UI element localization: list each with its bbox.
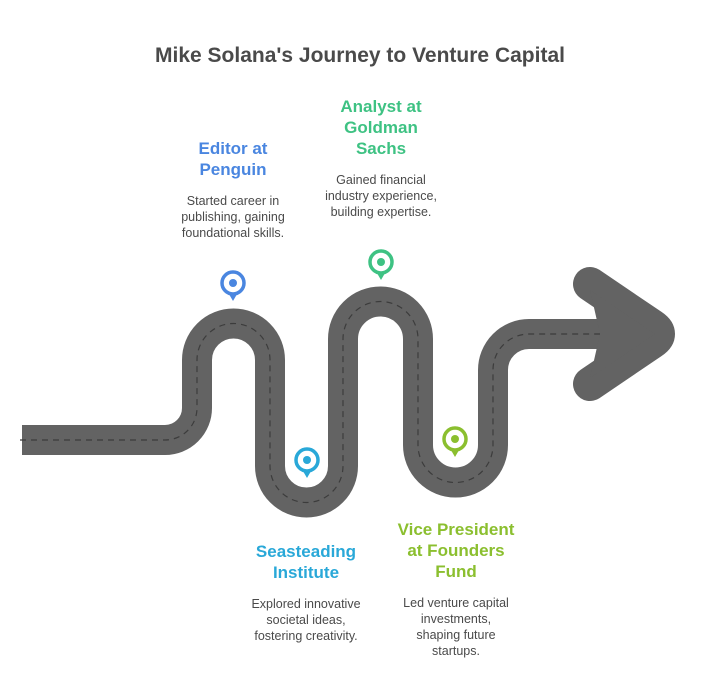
milestone-description: Gained financial industry experience, bu… (325, 173, 437, 219)
marker-seasteading (294, 447, 320, 478)
arrow-head-fill (590, 290, 655, 378)
marker-goldman (368, 249, 394, 280)
lane-divider (20, 300, 600, 504)
arrow-right-icon (573, 267, 675, 401)
milestone-heading: Analyst at Goldman Sachs (340, 97, 422, 158)
milestone-heading: Vice President at Founders Fund (397, 520, 515, 581)
location-pin-icon (442, 426, 468, 457)
milestone-seasteading: Seasteading Institute Explored innovativ… (226, 541, 386, 644)
milestone-heading: Editor at Penguin (198, 139, 268, 179)
location-pin-icon (368, 249, 394, 280)
page-title: Mike Solana's Journey to Venture Capital (155, 44, 565, 67)
pin-dot (451, 435, 459, 443)
milestone-description: Started career in publishing, gaining fo… (181, 194, 285, 240)
milestone-description: Led venture capital investments, shaping… (403, 596, 509, 658)
milestone-description: Explored innovative societal ideas, fost… (251, 597, 361, 643)
location-pin-icon (294, 447, 320, 478)
pin-dot (303, 456, 311, 464)
milestone-heading: Seasteading Institute (255, 542, 357, 582)
location-pin-icon (220, 270, 246, 301)
pin-dot (377, 258, 385, 266)
marker-founders-fund (442, 426, 468, 457)
milestone-editor-penguin: Editor at Penguin Started career in publ… (160, 138, 306, 241)
milestone-founders-fund: Vice President at Founders Fund Led vent… (378, 519, 534, 659)
milestone-goldman: Analyst at Goldman Sachs Gained financia… (306, 96, 456, 220)
marker-editor-penguin (220, 270, 246, 301)
pin-dot (229, 279, 237, 287)
road (22, 286, 600, 518)
